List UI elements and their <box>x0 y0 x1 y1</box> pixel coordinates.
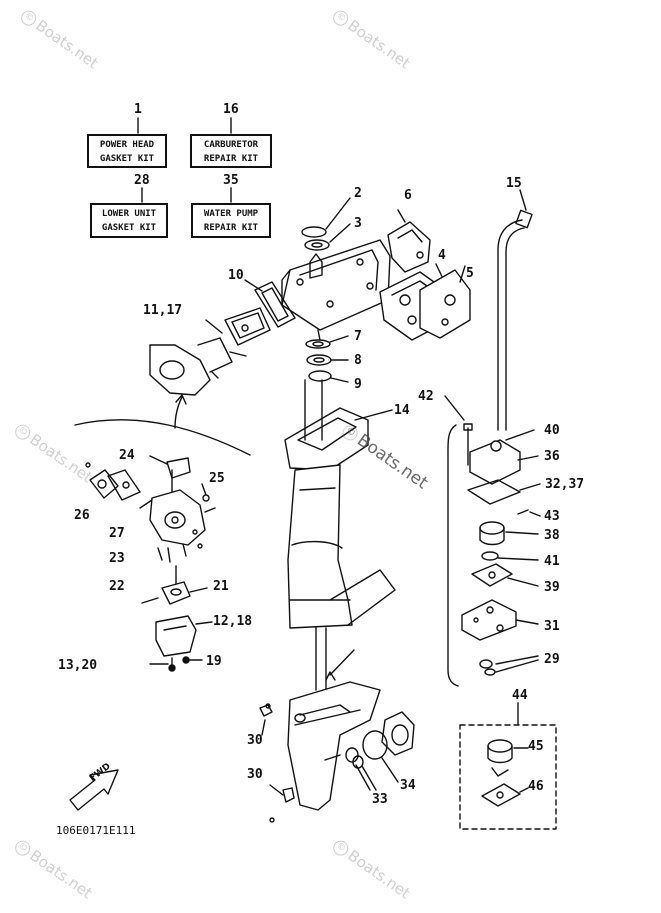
callout-3[interactable]: 3 <box>354 216 362 231</box>
callout-34[interactable]: 34 <box>400 778 416 793</box>
callout-39[interactable]: 39 <box>544 580 560 595</box>
midsection-group <box>284 379 396 691</box>
kit-number: 16 <box>223 102 239 117</box>
callout-14[interactable]: 14 <box>394 403 410 418</box>
kit-44-box <box>459 702 557 830</box>
callout-40[interactable]: 40 <box>544 423 560 438</box>
callout-5[interactable]: 5 <box>466 266 474 281</box>
water-pump-group <box>444 189 541 687</box>
kit-box-water-pump[interactable]: WATER PUMP REPAIR KIT <box>191 203 271 238</box>
kit-label-line1: POWER HEAD <box>99 140 155 150</box>
diagram-code: 106E0171E111 <box>56 824 136 837</box>
callout-24[interactable]: 24 <box>119 448 135 463</box>
callout-32-37[interactable]: 32,37 <box>545 477 585 492</box>
callout-22[interactable]: 22 <box>109 579 125 594</box>
callout-46[interactable]: 46 <box>528 779 544 794</box>
callout-21[interactable]: 21 <box>213 579 229 594</box>
kit-label-line1: WATER PUMP <box>203 209 259 219</box>
callout-43[interactable]: 43 <box>544 509 560 524</box>
fwd-arrow <box>69 769 119 811</box>
kit-number: 35 <box>223 173 239 188</box>
callout-4[interactable]: 4 <box>438 248 446 263</box>
gearcase-group <box>259 681 415 823</box>
kit-box-carburetor[interactable]: CARBURETOR REPAIR KIT <box>190 134 272 168</box>
kit-box-lower-unit[interactable]: LOWER UNIT GASKET KIT <box>90 203 168 238</box>
callout-36[interactable]: 36 <box>544 449 560 464</box>
callout-26[interactable]: 26 <box>74 508 90 523</box>
callout-42[interactable]: 42 <box>418 389 434 404</box>
kit-label-line2: REPAIR KIT <box>203 154 259 164</box>
callout-44[interactable]: 44 <box>512 688 528 703</box>
callout-45[interactable]: 45 <box>528 739 544 754</box>
callout-11-17[interactable]: 11,17 <box>143 303 183 318</box>
callout-27[interactable]: 27 <box>109 526 125 541</box>
callout-13-20[interactable]: 13,20 <box>58 658 98 673</box>
callout-30-lower[interactable]: 30 <box>247 767 263 782</box>
callout-30-upper[interactable]: 30 <box>247 733 263 748</box>
callout-41[interactable]: 41 <box>544 554 560 569</box>
group-brace <box>74 419 251 456</box>
callout-9[interactable]: 9 <box>354 377 362 392</box>
callout-8[interactable]: 8 <box>354 353 362 368</box>
kit-label-line2: GASKET KIT <box>101 223 157 233</box>
callout-25[interactable]: 25 <box>209 471 225 486</box>
brace-arrow <box>174 396 183 429</box>
callout-10[interactable]: 10 <box>228 268 244 283</box>
callout-23[interactable]: 23 <box>109 551 125 566</box>
kit-number: 1 <box>134 102 142 117</box>
callout-19[interactable]: 19 <box>206 654 222 669</box>
carburetor-group <box>85 455 216 672</box>
callout-31[interactable]: 31 <box>544 619 560 634</box>
callout-12-18[interactable]: 12,18 <box>213 614 253 629</box>
power-head-group <box>244 197 471 383</box>
intake-group <box>149 307 271 396</box>
kit-label-line2: REPAIR KIT <box>203 223 259 233</box>
callout-33[interactable]: 33 <box>372 792 388 807</box>
kit-number: 28 <box>134 173 150 188</box>
kit-label-line1: LOWER UNIT <box>101 209 157 219</box>
kit-box-power-head[interactable]: POWER HEAD GASKET KIT <box>87 134 167 168</box>
callout-29[interactable]: 29 <box>544 652 560 667</box>
callout-6[interactable]: 6 <box>404 188 412 203</box>
callout-38[interactable]: 38 <box>544 528 560 543</box>
brace-arrowhead <box>175 394 187 405</box>
callout-2[interactable]: 2 <box>354 186 362 201</box>
callout-7[interactable]: 7 <box>354 329 362 344</box>
kit-label-line2: GASKET KIT <box>99 154 155 164</box>
callout-15[interactable]: 15 <box>506 176 522 191</box>
kit-label-line1: CARBURETOR <box>203 140 259 150</box>
